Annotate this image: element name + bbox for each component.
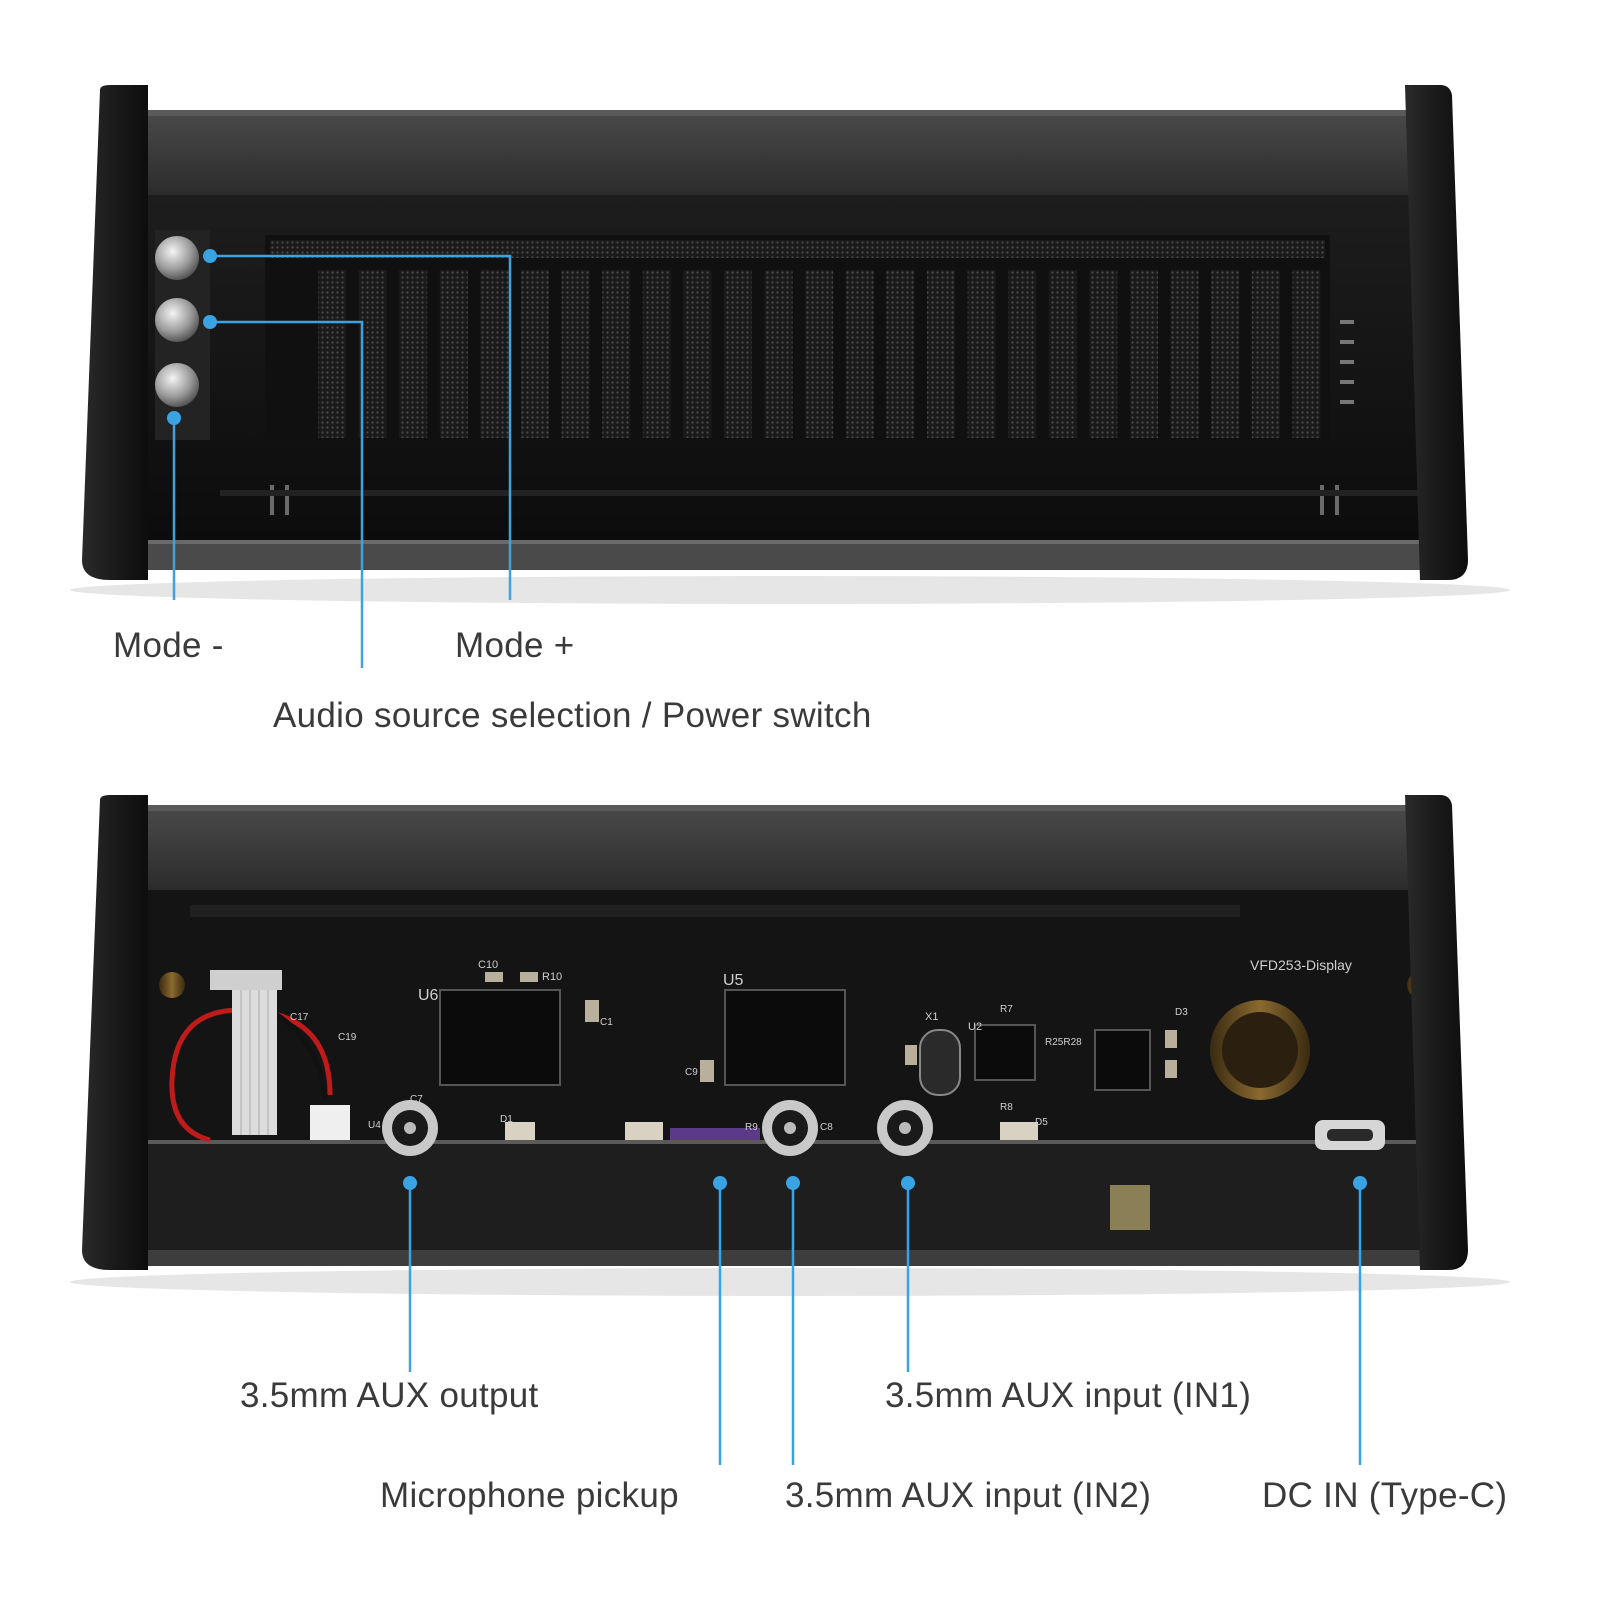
vfd-segment <box>927 270 955 438</box>
silkscreen-labels: VFD253-Display U6 U5 U4 X1 U2 C10 R10 C1… <box>290 957 1352 1133</box>
audio-source-marker <box>203 315 217 329</box>
vfd-segment <box>642 270 671 438</box>
vfd-segment <box>845 270 874 438</box>
vfd-segment <box>1251 270 1280 438</box>
silk-u2: U2 <box>968 1021 982 1033</box>
mode-minus-button[interactable] <box>155 363 199 407</box>
aux-output-jack[interactable] <box>382 1100 438 1156</box>
dc-in-label: DC IN (Type-C) <box>1262 1476 1508 1515</box>
aux-in1-marker <box>901 1176 915 1190</box>
mode-minus-marker <box>167 411 181 425</box>
silk-c17: C17 <box>290 1012 309 1023</box>
silk-u4: U4 <box>368 1120 381 1131</box>
vfd-segment <box>318 270 346 438</box>
aux-output-marker <box>403 1176 417 1190</box>
silk-r8: R8 <box>1000 1102 1013 1113</box>
dc-in-marker <box>1353 1176 1367 1190</box>
silk-c10: C10 <box>478 959 498 971</box>
board-label: VFD253-Display <box>1250 957 1352 973</box>
right-bracket <box>1405 85 1468 580</box>
vfd-segment <box>439 270 468 438</box>
vfd-segment <box>1170 270 1199 438</box>
u5-chip <box>724 989 846 1086</box>
left-bracket <box>82 85 148 580</box>
vfd-segment <box>805 270 834 438</box>
vfd-segment <box>683 270 712 438</box>
front-view-device <box>70 85 1510 604</box>
vfd-segment <box>724 270 752 438</box>
silk-c8: C8 <box>820 1122 833 1133</box>
mode-minus-label: Mode - <box>113 626 224 665</box>
vfd-segment <box>561 270 590 438</box>
silk-r10: R10 <box>542 971 562 983</box>
vfd-segment <box>967 270 996 438</box>
aux-in2-label: 3.5mm AUX input (IN2) <box>785 1476 1152 1515</box>
vfd-segment <box>1089 270 1118 438</box>
vfd-segment <box>480 270 509 438</box>
back-callout-lines <box>408 1183 1362 1465</box>
silk-d5: D5 <box>1035 1117 1048 1128</box>
vfd-segment <box>1048 270 1077 438</box>
mode-plus-button[interactable] <box>155 236 199 280</box>
silk-d1: D1 <box>500 1114 513 1125</box>
silk-r7: R7 <box>1000 1004 1013 1015</box>
vfd-segment <box>1130 270 1158 438</box>
vfd-segment <box>1008 270 1037 438</box>
silk-c19: C19 <box>338 1032 357 1043</box>
silk-c1: C1 <box>600 1017 613 1028</box>
silk-u6: U6 <box>418 987 439 1004</box>
silk-c9: C9 <box>685 1067 698 1078</box>
vfd-segment <box>358 270 387 438</box>
vfd-segment <box>764 270 793 438</box>
aux-in2-jack[interactable] <box>762 1100 818 1156</box>
silk-c7: C7 <box>410 1094 423 1105</box>
aux-in2-marker <box>786 1176 800 1190</box>
vfd-segment <box>886 270 915 438</box>
vfd-segment <box>602 270 631 438</box>
silk-x1: X1 <box>925 1011 938 1023</box>
vfd-segment <box>399 270 428 438</box>
aux-in1-label: 3.5mm AUX input (IN1) <box>885 1376 1252 1415</box>
silk-r9: R9 <box>745 1122 758 1133</box>
audio-source-label: Audio source selection / Power switch <box>273 696 872 735</box>
vfd-segment <box>521 270 549 438</box>
u6-chip <box>439 989 561 1086</box>
silk-u5: U5 <box>723 972 744 989</box>
vfd-segment <box>1292 270 1321 438</box>
audio-source-power-button[interactable] <box>155 298 199 342</box>
microphone-marker <box>713 1176 727 1190</box>
mode-plus-marker <box>203 249 217 263</box>
mode-plus-label: Mode + <box>455 626 575 665</box>
aux-output-label: 3.5mm AUX output <box>240 1376 539 1415</box>
vfd-segment-group <box>318 270 1321 438</box>
front-callout-lines <box>172 254 512 668</box>
silk-d3: D3 <box>1175 1007 1188 1018</box>
back-view-device <box>70 795 1510 1296</box>
vfd-segment <box>1211 270 1240 438</box>
aux-in1-jack[interactable] <box>877 1100 933 1156</box>
microphone-label: Microphone pickup <box>380 1476 679 1515</box>
silk-r25r28: R25R28 <box>1045 1037 1082 1048</box>
